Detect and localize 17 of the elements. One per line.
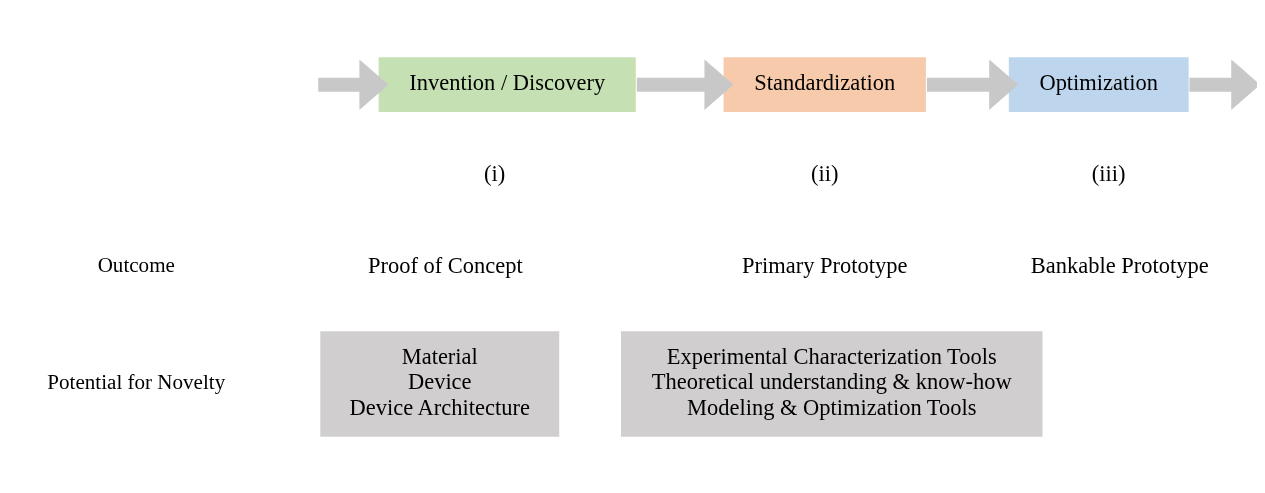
node-box: Experimental Characterization Tools Theoretical understanding & know-how Modeling & Optimization Tools [619,329,1044,438]
arrow [318,58,389,110]
arrow [926,58,1019,110]
node-label: (ii) [811,160,839,186]
node-label: (i) [483,160,506,186]
arrow [1189,58,1257,110]
node-label: (iii) [1091,160,1126,186]
label: Outcome [97,252,175,277]
node-box: Material Device Device Architecture [318,329,561,438]
node-label: Primary Prototype [742,252,908,278]
node-label: Bankable Prototype [1030,252,1209,278]
node-box: Invention / Discovery [377,55,638,114]
node-box: Standardization [722,55,928,114]
arrow [636,58,734,110]
node-box: Optimization [1007,55,1191,114]
label: Potential for Novelty [47,369,226,394]
node-label: Proof of Concept [368,252,523,278]
